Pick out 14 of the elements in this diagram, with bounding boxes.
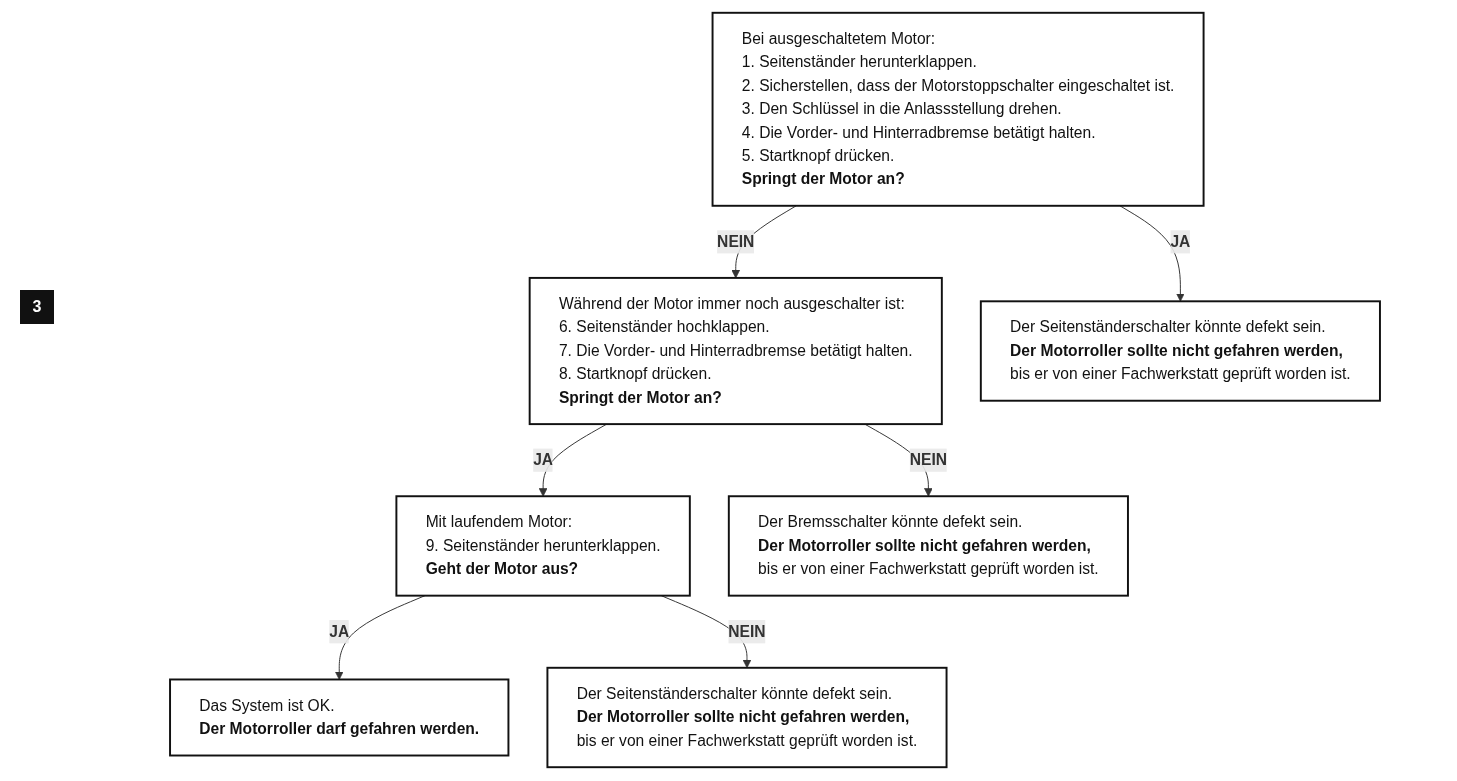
edge-label: JA <box>1170 233 1191 250</box>
node-box: Der Seitenständerschalter könnte defekt sein. Der Motorroller sollte nicht gefahren werden, bis er von einer Fachwerkstatt geprüft worden ist. <box>979 300 1381 402</box>
node-box: Der Bremsschalter könnte defekt sein. Der Motorroller sollte nicht gefahren werden, bis er von einer Fachwerkstatt geprüft worden ist. <box>727 495 1129 597</box>
node-box: Bei ausgeschaltetem Motor: 1. Seitenständer herunterklappen. 2. Sicherstellen, dass der Motorstoppschalter eingeschaltet ist. 3. Den Schlüssel in die Anlassstellung drehen. 4. Die Vorder- und Hinterradbremse betätigt halten. 5. Startknopf drücken. Springt der Motor an? <box>711 11 1205 207</box>
edge-label: NEIN <box>909 451 948 468</box>
node-box: Das System ist OK. Der Motorroller darf gefahren werden. <box>169 678 510 757</box>
edge-label: NEIN <box>728 622 766 640</box>
node-box: Während der Motor immer noch ausgeschalter ist: 6. Seitenständer hochklappen. 7. Die Vorder- und Hinterradbremse betätigt halten. 8. Startknopf drücken. Springt der Motor an? <box>528 276 943 426</box>
edge-label: NEIN <box>717 233 755 250</box>
page-number-tab: 3 <box>20 290 54 324</box>
node-box: Mit laufendem Motor: 9. Seitenständer herunterklappen. Geht der Motor aus? <box>395 495 691 597</box>
edge-label: JA <box>533 451 554 468</box>
edge-label: JA <box>329 622 350 640</box>
node-box: Der Seitenständerschalter könnte defekt sein. Der Motorroller sollte nicht gefahren werden, bis er von einer Fachwerkstatt geprüft worden ist. <box>546 666 948 769</box>
